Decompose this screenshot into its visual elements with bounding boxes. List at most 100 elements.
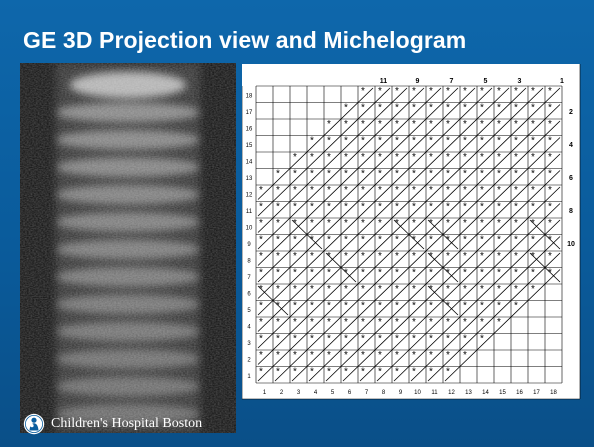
cell-mark: * bbox=[395, 86, 399, 97]
cell-mark: * bbox=[378, 284, 382, 295]
right-span-label: 4 bbox=[569, 142, 573, 149]
cell-mark: * bbox=[378, 268, 382, 279]
cell-mark: * bbox=[361, 103, 365, 114]
cell-mark: * bbox=[497, 218, 501, 229]
cell-mark: * bbox=[395, 202, 399, 213]
cell-mark: * bbox=[412, 119, 416, 130]
cell-mark: * bbox=[480, 268, 484, 279]
top-span-label: 11 bbox=[380, 78, 388, 85]
cell-mark: * bbox=[310, 136, 314, 147]
cell-mark: * bbox=[480, 136, 484, 147]
cell-mark: * bbox=[497, 152, 501, 163]
cell-mark: * bbox=[276, 251, 280, 262]
cell-mark: * bbox=[463, 284, 467, 295]
cell-mark: * bbox=[310, 202, 314, 213]
cell-mark: * bbox=[531, 185, 535, 196]
cell-mark: * bbox=[259, 301, 263, 312]
cell-mark: * bbox=[361, 251, 365, 262]
cell-mark: * bbox=[327, 235, 331, 246]
cell-mark: * bbox=[378, 152, 382, 163]
cell-mark: * bbox=[344, 136, 348, 147]
cell-mark: * bbox=[480, 202, 484, 213]
cell-mark: * bbox=[446, 334, 450, 345]
cell-mark: * bbox=[531, 268, 535, 279]
top-span-label: 1 bbox=[560, 78, 564, 85]
cell-mark: * bbox=[259, 317, 263, 328]
cell-mark: * bbox=[259, 185, 263, 196]
cell-mark: * bbox=[446, 218, 450, 229]
cell-mark: * bbox=[429, 301, 433, 312]
cell-mark: * bbox=[344, 284, 348, 295]
cell-mark: * bbox=[514, 136, 518, 147]
cell-mark: * bbox=[429, 169, 433, 180]
cell-mark: * bbox=[344, 202, 348, 213]
cell-mark: * bbox=[361, 86, 365, 97]
cell-mark: * bbox=[429, 334, 433, 345]
cell-mark: * bbox=[429, 202, 433, 213]
cell-mark: * bbox=[429, 284, 433, 295]
cell-mark: * bbox=[378, 103, 382, 114]
cell-mark: * bbox=[412, 317, 416, 328]
cell-mark: * bbox=[531, 103, 535, 114]
cell-mark: * bbox=[463, 103, 467, 114]
cell-mark: * bbox=[429, 136, 433, 147]
row-label: 16 bbox=[246, 126, 253, 132]
cell-mark: * bbox=[429, 119, 433, 130]
cell-mark: * bbox=[480, 86, 484, 97]
cell-mark: * bbox=[412, 251, 416, 262]
cell-mark: * bbox=[378, 136, 382, 147]
footer: Children's Hospital Boston bbox=[23, 413, 202, 435]
cell-mark: * bbox=[429, 317, 433, 328]
cell-mark: * bbox=[327, 301, 331, 312]
right-span-label: 10 bbox=[567, 241, 575, 248]
cell-mark: * bbox=[429, 152, 433, 163]
cell-mark: * bbox=[259, 251, 263, 262]
cell-mark: * bbox=[361, 334, 365, 345]
cell-mark: * bbox=[327, 268, 331, 279]
column-label: 15 bbox=[499, 390, 506, 396]
cell-mark: * bbox=[361, 350, 365, 361]
cell-mark: * bbox=[395, 169, 399, 180]
cell-mark: * bbox=[446, 202, 450, 213]
cell-mark: * bbox=[548, 218, 552, 229]
cell-mark: * bbox=[514, 185, 518, 196]
cell-mark: * bbox=[548, 103, 552, 114]
cell-mark: * bbox=[497, 317, 501, 328]
cell-mark: * bbox=[395, 284, 399, 295]
cell-mark: * bbox=[395, 301, 399, 312]
cell-mark: * bbox=[378, 218, 382, 229]
cell-mark: * bbox=[412, 284, 416, 295]
column-label: 13 bbox=[465, 390, 472, 396]
cell-mark: * bbox=[259, 235, 263, 246]
cell-mark: * bbox=[361, 301, 365, 312]
cell-mark: * bbox=[378, 235, 382, 246]
cell-mark: * bbox=[412, 334, 416, 345]
cell-mark: * bbox=[344, 268, 348, 279]
cell-mark: * bbox=[480, 169, 484, 180]
cell-mark: * bbox=[395, 235, 399, 246]
cell-mark: * bbox=[361, 235, 365, 246]
cell-mark: * bbox=[463, 251, 467, 262]
cell-mark: * bbox=[514, 119, 518, 130]
column-label: 17 bbox=[533, 390, 540, 396]
cell-mark: * bbox=[361, 136, 365, 147]
cell-mark: * bbox=[429, 103, 433, 114]
cell-mark: * bbox=[395, 185, 399, 196]
row-label: 13 bbox=[246, 176, 253, 182]
cell-mark: * bbox=[446, 284, 450, 295]
cell-mark: * bbox=[327, 367, 331, 378]
cell-mark: * bbox=[446, 119, 450, 130]
cell-mark: * bbox=[497, 119, 501, 130]
cell-mark: * bbox=[327, 284, 331, 295]
cell-mark: * bbox=[310, 268, 314, 279]
cell-mark: * bbox=[344, 119, 348, 130]
cell-mark: * bbox=[293, 169, 297, 180]
cell-mark: * bbox=[514, 268, 518, 279]
cell-mark: * bbox=[344, 301, 348, 312]
cell-mark: * bbox=[293, 218, 297, 229]
cell-mark: * bbox=[344, 169, 348, 180]
cell-mark: * bbox=[497, 301, 501, 312]
cell-mark: * bbox=[463, 235, 467, 246]
row-label: 15 bbox=[246, 143, 253, 149]
cell-mark: * bbox=[463, 334, 467, 345]
